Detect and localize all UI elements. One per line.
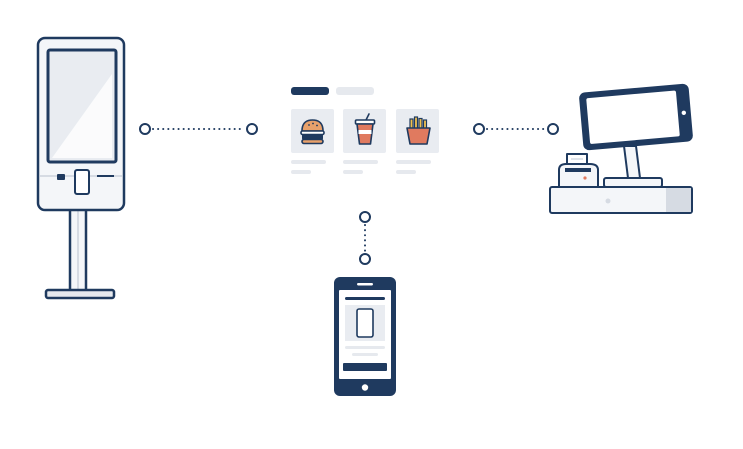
menu-card-drink bbox=[343, 109, 386, 174]
menu-card-sub-line bbox=[343, 170, 363, 174]
menu-card-sub-line bbox=[291, 170, 311, 174]
connector-menu-pos bbox=[473, 123, 559, 135]
self-service-kiosk-icon bbox=[36, 36, 126, 300]
printer-body bbox=[558, 163, 599, 188]
fries-icon bbox=[406, 116, 431, 145]
burger-icon bbox=[300, 119, 325, 145]
connector-node bbox=[547, 123, 559, 135]
kiosk-card-slot bbox=[57, 174, 65, 180]
connector-node bbox=[359, 253, 371, 265]
pos-stand-foot bbox=[603, 177, 663, 188]
phone-header-line bbox=[345, 297, 385, 300]
phone-order-button bbox=[343, 363, 387, 371]
pos-base-lock bbox=[605, 198, 611, 204]
pos-tablet-button bbox=[681, 110, 687, 116]
kiosk-base bbox=[44, 288, 116, 300]
drink-cup-icon bbox=[354, 113, 376, 145]
connector-kiosk-menu bbox=[139, 123, 258, 135]
menu-card-title-line bbox=[291, 160, 326, 164]
connector-node bbox=[139, 123, 151, 135]
menu-tab-inactive bbox=[336, 87, 374, 95]
pos-terminal-icon bbox=[549, 83, 693, 214]
kiosk-card-reader bbox=[74, 169, 90, 195]
connector-menu-phone bbox=[359, 211, 371, 265]
pos-tablet-screen bbox=[586, 90, 680, 144]
phone-speaker bbox=[357, 283, 373, 286]
menu-card-sub-line bbox=[396, 170, 416, 174]
menu-tab-active bbox=[291, 87, 329, 95]
phone-product-image bbox=[356, 308, 374, 338]
pos-base-side bbox=[666, 188, 691, 212]
menu-card-fries bbox=[396, 109, 439, 174]
menu-card-burger bbox=[291, 109, 334, 174]
printer-led bbox=[583, 176, 587, 180]
receipt-printer-icon bbox=[558, 153, 599, 188]
phone-home-button bbox=[361, 384, 369, 391]
phone-text-line bbox=[345, 346, 385, 349]
connector-node bbox=[473, 123, 485, 135]
phone-text-line bbox=[352, 353, 378, 356]
printer-slot bbox=[565, 168, 591, 172]
mobile-phone-icon bbox=[334, 277, 396, 396]
menu-card-title-line bbox=[343, 160, 378, 164]
kiosk-screen-glare bbox=[52, 74, 112, 158]
pos-stand-neck bbox=[623, 145, 641, 179]
menu-cards-icon bbox=[291, 87, 439, 174]
connector-node bbox=[246, 123, 258, 135]
connector-node bbox=[359, 211, 371, 223]
menu-card-title-line bbox=[396, 160, 431, 164]
